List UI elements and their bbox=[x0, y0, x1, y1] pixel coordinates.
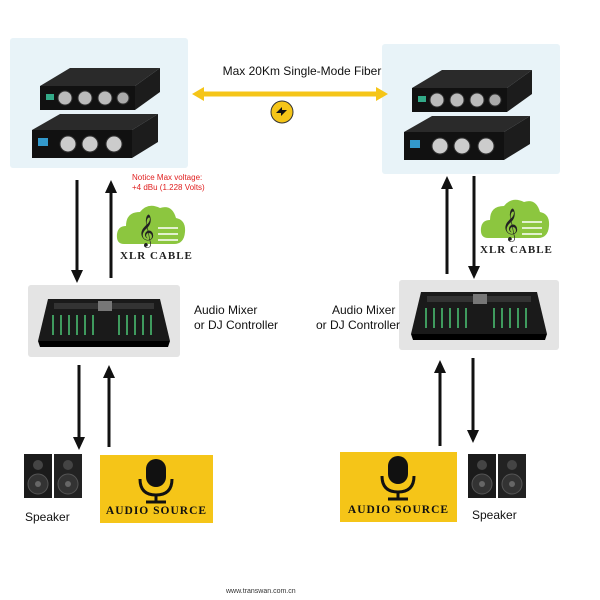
right-speaker-label: Speaker bbox=[472, 508, 517, 522]
left-speaker-label: Speaker bbox=[25, 510, 70, 524]
left-down-arrow-bottom bbox=[73, 365, 85, 450]
right-converter-device-icon bbox=[404, 70, 532, 160]
right-audio-source-box: AUDIO SOURCE bbox=[340, 452, 457, 522]
right-mixer-icon bbox=[411, 292, 547, 340]
left-down-arrow-top bbox=[71, 180, 83, 283]
left-converter-panel bbox=[10, 38, 188, 168]
right-mixer-label-line2: or DJ Controller bbox=[316, 318, 401, 332]
right-mixer-panel bbox=[399, 280, 559, 350]
left-audio-source-box: AUDIO SOURCE bbox=[100, 455, 213, 523]
right-up-arrow-top bbox=[441, 176, 453, 274]
voltage-notice-line1: Notice Max voltage: bbox=[132, 173, 203, 182]
left-mixer-panel bbox=[28, 285, 180, 357]
left-mixer-label-line2: or DJ Controller bbox=[194, 318, 279, 332]
left-microphone-icon bbox=[138, 459, 174, 504]
right-xlr-cable-label: XLR CABLE bbox=[480, 244, 553, 256]
footer-url: www.transwan.com.cn bbox=[226, 588, 296, 595]
left-audio-source-label: AUDIO SOURCE bbox=[105, 505, 208, 517]
left-converter-device-icon bbox=[32, 68, 160, 158]
voltage-notice-line2: +4 dBu (1.228 Volts) bbox=[132, 183, 205, 192]
right-down-arrow-bottom bbox=[467, 358, 479, 443]
right-speakers-icon bbox=[468, 454, 526, 498]
right-down-arrow-top bbox=[468, 176, 480, 279]
left-mixer-label-line1: Audio Mixer bbox=[194, 303, 258, 317]
svg-text:𝄞: 𝄞 bbox=[502, 208, 519, 242]
left-xlr-cloud-icon: 𝄞 bbox=[116, 205, 186, 248]
fiber-label: Max 20Km Single-Mode Fiber bbox=[222, 64, 382, 78]
right-xlr-cloud-icon: 𝄞 bbox=[480, 199, 550, 242]
left-up-arrow-bottom bbox=[103, 365, 115, 447]
right-microphone-icon bbox=[380, 456, 416, 501]
left-speakers-icon bbox=[24, 454, 82, 498]
right-mixer-label-line1: Audio Mixer bbox=[332, 303, 396, 317]
right-converter-panel bbox=[382, 44, 560, 174]
right-audio-source-label: AUDIO SOURCE bbox=[347, 504, 450, 516]
fiber-link-icon bbox=[270, 100, 294, 124]
fiber-double-arrow bbox=[192, 87, 388, 101]
left-mixer-icon bbox=[38, 299, 170, 347]
left-xlr-cable-label: XLR CABLE bbox=[120, 250, 193, 262]
svg-text:𝄞: 𝄞 bbox=[138, 214, 155, 248]
left-up-arrow-top bbox=[105, 180, 117, 278]
right-up-arrow-bottom bbox=[434, 360, 446, 446]
